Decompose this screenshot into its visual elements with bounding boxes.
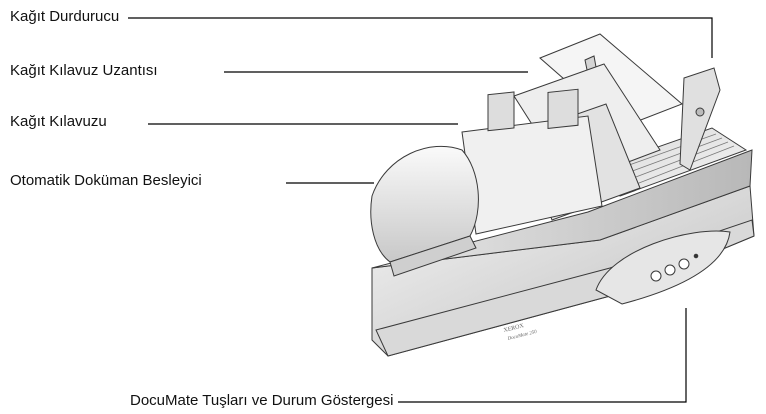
scan-button: [650, 270, 662, 282]
email-button: [678, 258, 690, 270]
leader-lines: [128, 17, 713, 403]
label-guide-extension: Kağıt Kılavuz Uzantısı: [10, 62, 158, 79]
leader-paper-stop: [128, 17, 713, 58]
adf-cover: [370, 145, 479, 263]
label-paper-stop: Kağıt Durdurucu: [10, 8, 120, 25]
label-buttons-status: DocuMate Tuşları ve Durum Göstergesi: [130, 392, 394, 409]
status-led: [693, 253, 699, 259]
leader-buttons-status: [398, 308, 687, 403]
flatbed-lid: [371, 149, 753, 269]
label-adf: Otomatik Doküman Besleyici: [10, 172, 202, 189]
button-panel: [595, 230, 731, 305]
brand-text: XEROX: [503, 323, 525, 334]
copy-button: [664, 264, 676, 276]
scanner-illustration: [370, 33, 755, 357]
paper-stop-arm: [679, 67, 721, 171]
label-paper-guide: Kağıt Kılavuzu: [10, 113, 107, 130]
